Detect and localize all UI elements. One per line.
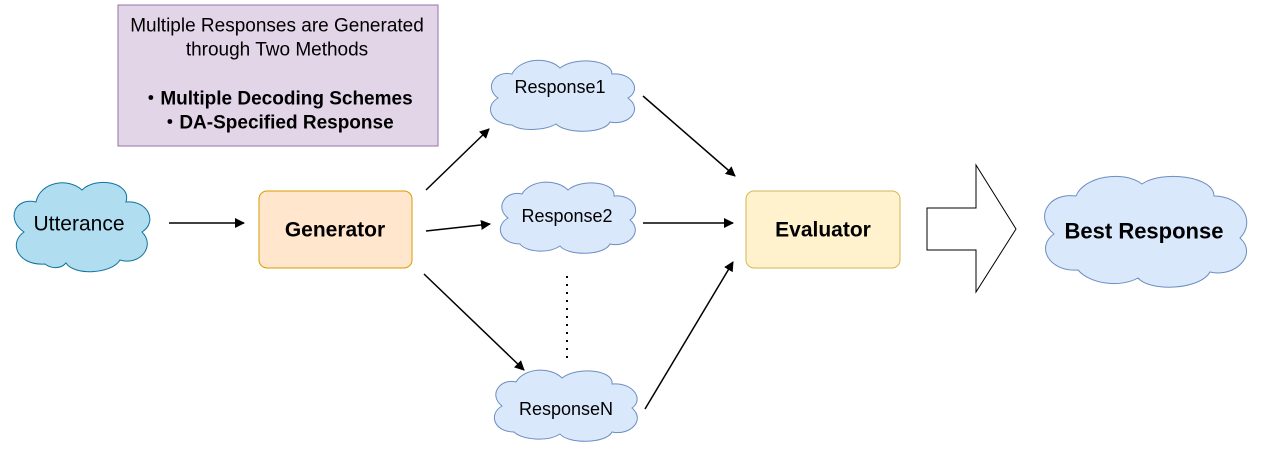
response2-node: Response2	[499, 181, 636, 254]
method-note-box	[117, 4, 439, 147]
response2-cloud	[499, 181, 636, 254]
method-note-bullet-decoding: ・Multiple Decoding Schemes	[141, 89, 412, 110]
arrow-responseN-evaluator	[644, 261, 734, 410]
response2-label: Response2	[521, 206, 612, 226]
method-note: Multiple Responses are Generated through…	[117, 4, 439, 147]
generator-label: Generator	[285, 219, 385, 242]
response1-label: Response1	[514, 77, 605, 97]
big-block-arrow	[926, 163, 1017, 294]
arrow-generator-response2	[425, 220, 491, 232]
responseN-node: ResponseN	[493, 369, 638, 442]
generator-box	[258, 190, 413, 269]
generator-node: Generator	[258, 190, 413, 269]
arrow-generator-response1	[425, 128, 490, 191]
responseN-cloud	[493, 369, 638, 442]
best-response-cloud	[1044, 175, 1248, 288]
arrow-response1-evaluator	[642, 95, 736, 177]
utterance-cloud	[13, 181, 151, 273]
utterance-label: Utterance	[33, 213, 124, 236]
method-note-title-line2: through Two Methods	[186, 40, 368, 61]
evaluator-box	[745, 190, 901, 269]
responseN-label: ResponseN	[519, 399, 613, 419]
arrow-generator-responseN	[423, 273, 525, 371]
evaluator-node: Evaluator	[745, 190, 901, 269]
response1-node: Response1	[489, 59, 635, 132]
method-note-title-line1: Multiple Responses are Generated	[130, 16, 424, 37]
utterance-node: Utterance	[13, 181, 151, 273]
method-note-bullet-da: ・DA-Specified Response	[160, 113, 393, 134]
best-response-label: Best Response	[1065, 219, 1224, 244]
response1-cloud	[489, 59, 635, 132]
best-response-node: Best Response	[1044, 175, 1248, 288]
evaluator-label: Evaluator	[775, 219, 871, 242]
